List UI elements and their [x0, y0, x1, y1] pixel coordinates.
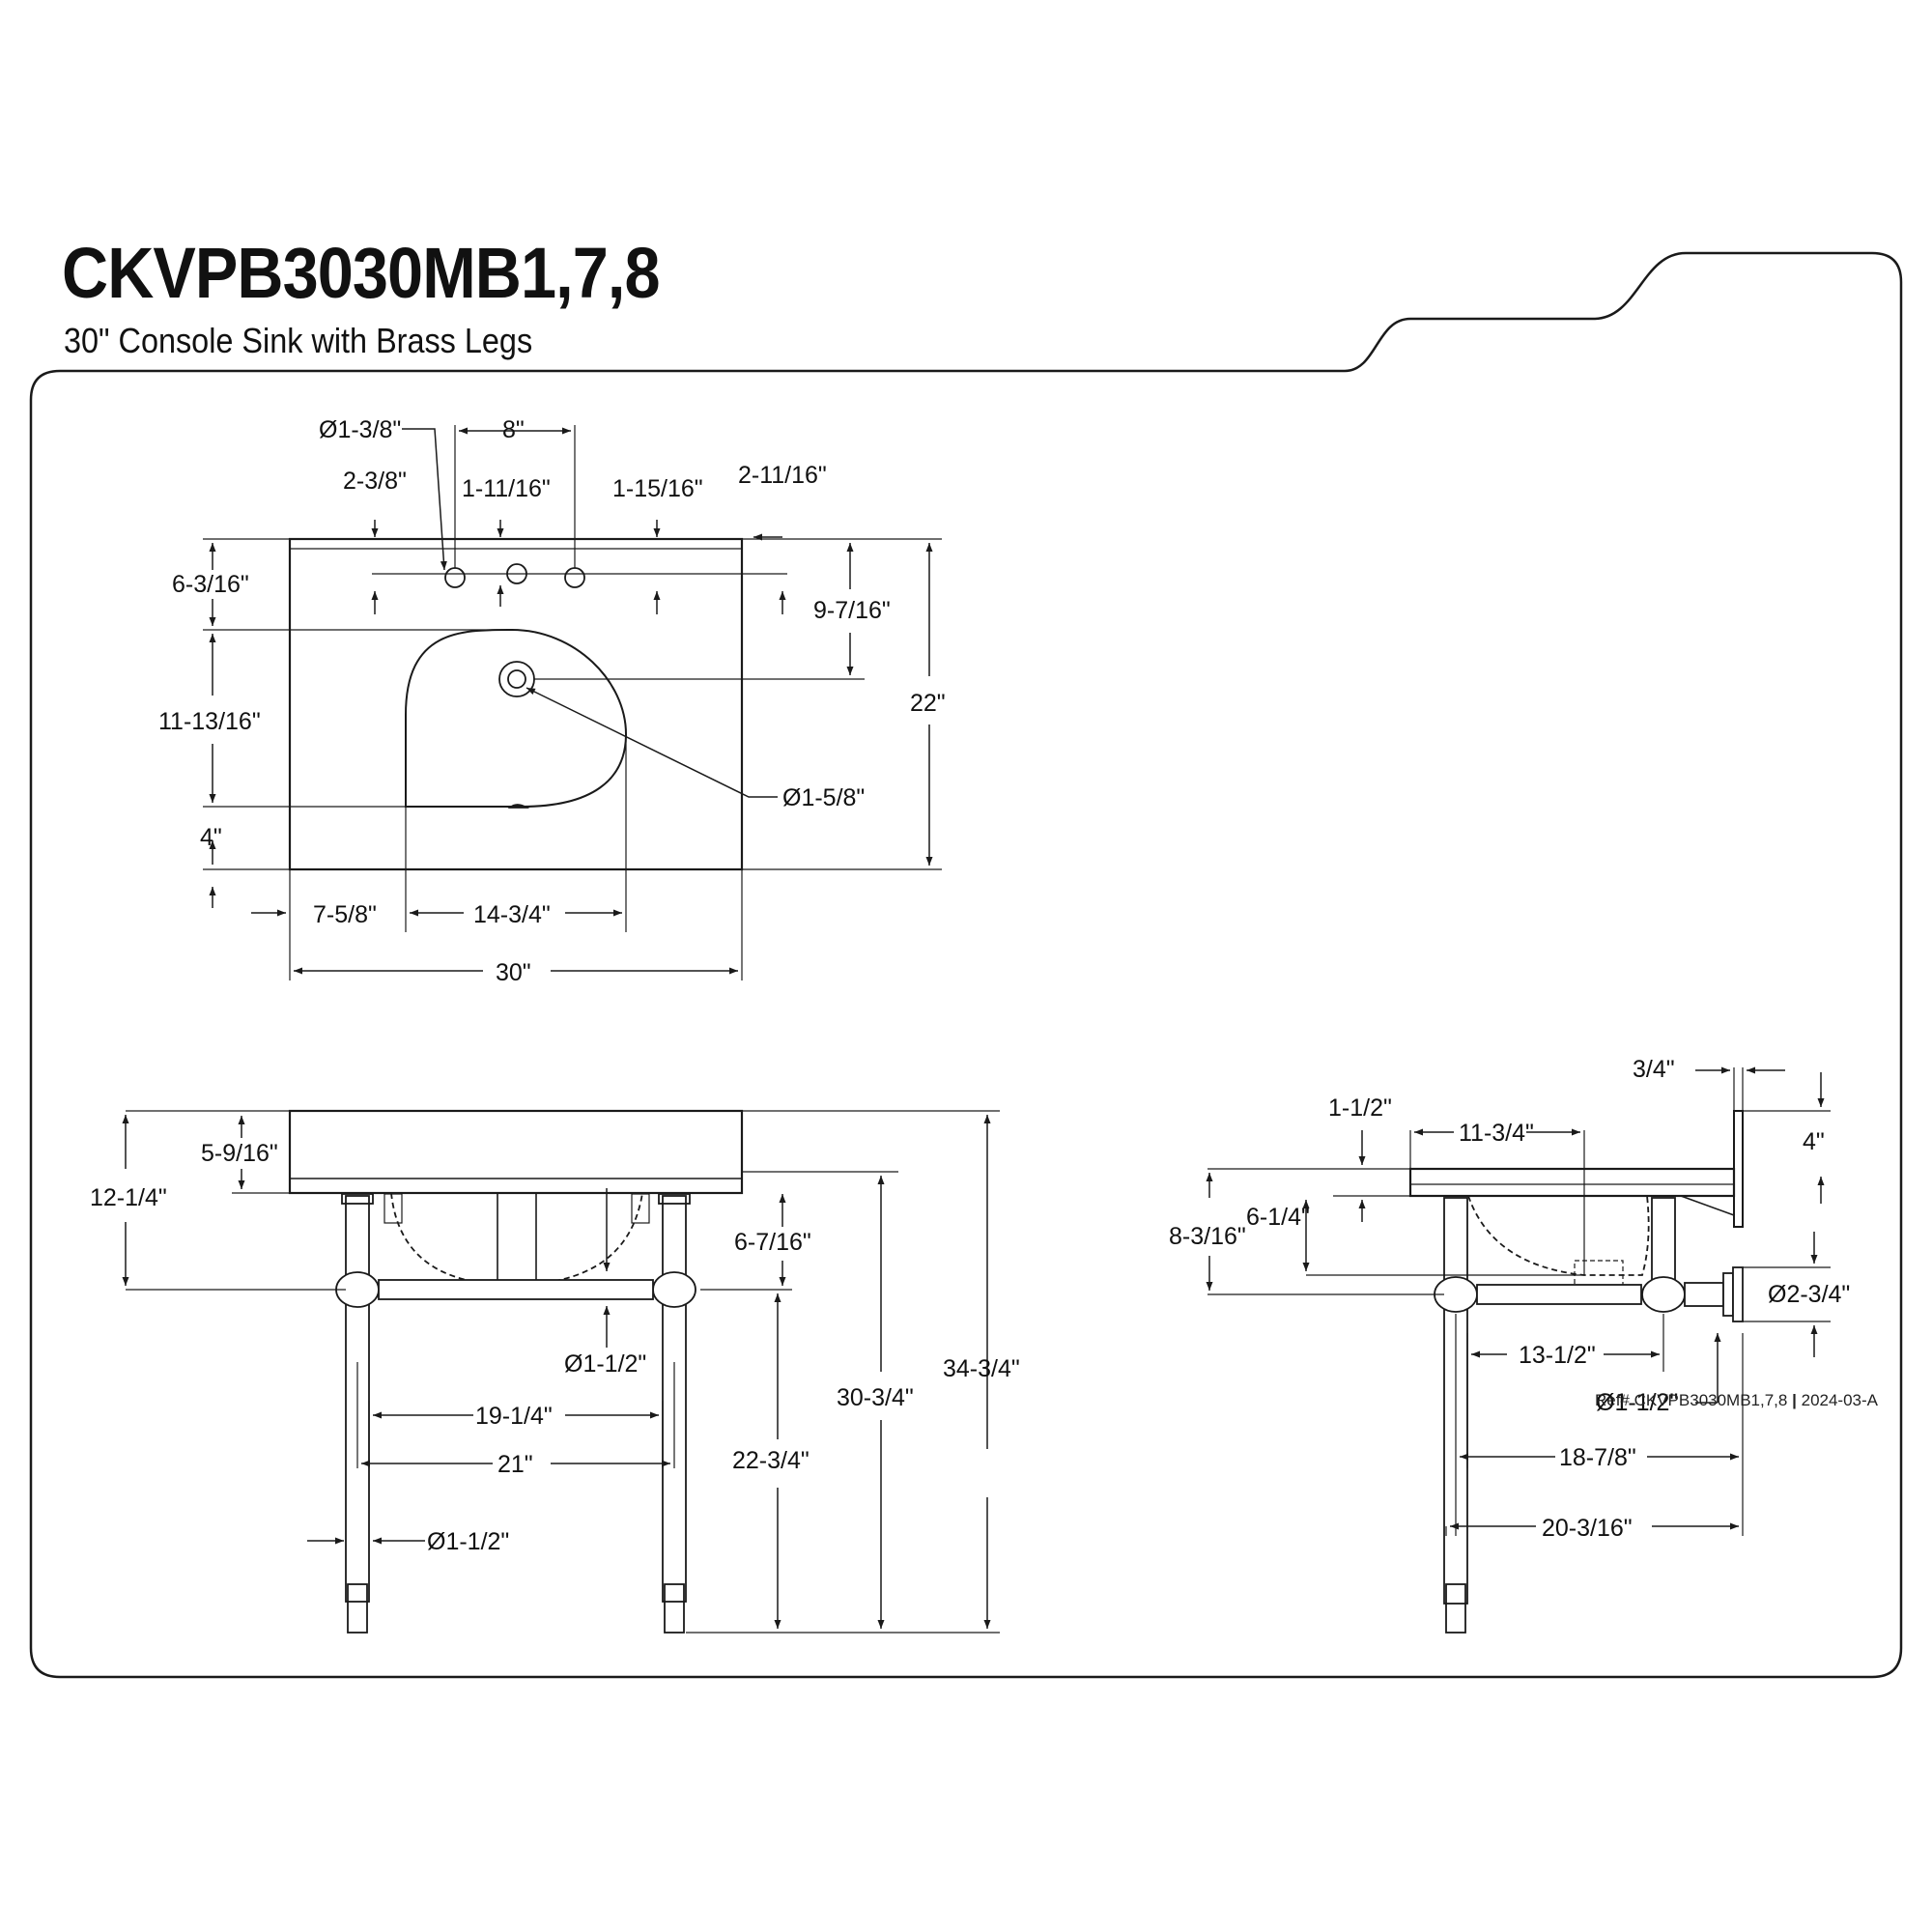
dim-hole-offset-mid: 1-11/16"	[462, 475, 551, 502]
dim-top-height: 30-3/4"	[837, 1384, 914, 1411]
side-countertop	[1408, 1167, 1736, 1198]
bowl-outline	[405, 628, 628, 808]
front-crossbar	[378, 1279, 654, 1300]
faucet-hole-left	[444, 567, 466, 588]
dim-inner-leg-span: 19-1/4"	[475, 1403, 553, 1430]
dim-wall-flange-dia: Ø2-3/4"	[1768, 1281, 1850, 1308]
dim-total-width: 30"	[496, 959, 531, 986]
dim-hole-depth: 6-3/16"	[172, 571, 249, 598]
side-bowl	[1467, 1195, 1650, 1276]
side-crossbar	[1476, 1284, 1642, 1305]
dim-apron-height: 12-1/4"	[90, 1184, 167, 1211]
ref-date: 2024-03-A	[1801, 1391, 1878, 1409]
backsplash	[1733, 1110, 1744, 1228]
frame-border	[29, 251, 1903, 1679]
dim-crossbar-dia: Ø1-1/2"	[564, 1350, 646, 1378]
side-leg-back	[1641, 1197, 1686, 1313]
dim-leg-dia: Ø1-1/2"	[427, 1528, 509, 1555]
dim-bowl-below-top: 6-7/16"	[734, 1229, 811, 1256]
front-view	[122, 1109, 1000, 1634]
dim-total-height: 34-3/4"	[943, 1355, 1020, 1382]
dim-total-depth: 22"	[910, 690, 946, 717]
dim-backsplash-height: 4"	[1803, 1128, 1825, 1155]
top-view	[203, 425, 942, 980]
dim-bar-dia: Ø1-1/2"	[1596, 1389, 1678, 1416]
dim-faucet-spread: 8"	[502, 416, 525, 443]
ref-number: Ref# CKVPB3030MB1,7,8	[1594, 1391, 1788, 1409]
dim-hole-offset-left: 2-3/8"	[343, 468, 407, 495]
dim-bowl-width: 14-3/4"	[473, 901, 551, 928]
dim-bowl-left-offset: 7-5/8"	[313, 901, 377, 928]
front-view-labels: 5-9/16" 12-1/4" 6-7/16" Ø1-1/2" 19-1/4" …	[90, 1140, 1020, 1555]
dim-overall-depth: 20-3/16"	[1542, 1515, 1633, 1542]
dim-hole-offset-right: 1-15/16"	[612, 475, 703, 502]
dim-bowl-depth: 11-13/16"	[158, 708, 261, 735]
side-view	[1206, 1066, 1831, 1634]
product-subtitle: 30" Console Sink with Brass Legs	[64, 321, 533, 360]
front-leg-left	[335, 1193, 380, 1634]
wall-arm	[1684, 1282, 1724, 1307]
dim-drain-dia: Ø1-5/8"	[782, 784, 865, 811]
dim-leg-to-wall: 18-7/8"	[1559, 1444, 1636, 1471]
dim-drain-depth: 9-7/16"	[813, 597, 891, 624]
top-view-labels: Ø1-3/8" 8" 2-3/8" 1-11/16" 1-15/16" 2-11…	[158, 416, 946, 986]
dim-bar-length: 13-1/2"	[1519, 1342, 1596, 1369]
dim-front-top-thickness: 5-9/16"	[201, 1140, 278, 1167]
drain-outer	[498, 661, 535, 697]
drain-inner	[507, 669, 526, 689]
dim-side-crossbar-height: 8-3/16"	[1169, 1223, 1246, 1250]
reference-footer: Ref# CKVPB3030MB1,7,8 | 2024-03-A	[1595, 1391, 1878, 1410]
faucet-hole-right	[564, 567, 585, 588]
front-leg-right	[652, 1193, 696, 1634]
side-view-labels: 3/4" 4" 1-1/2" 11-3/4" 6-1/4" 8-3/16" Ø2…	[1169, 1056, 1850, 1542]
dim-back-offset: 2-11/16"	[738, 462, 827, 489]
dim-crossbar-height: 22-3/4"	[732, 1447, 810, 1474]
front-countertop	[288, 1109, 744, 1195]
dim-front-margin: 4"	[200, 824, 222, 851]
wall-flange	[1722, 1272, 1734, 1317]
ref-separator: |	[1792, 1391, 1797, 1409]
model-number: CKVPB3030MB1,7,8	[62, 233, 660, 313]
countertop-outline	[288, 537, 744, 871]
dim-outer-leg-span: 21"	[497, 1451, 533, 1478]
dim-drain-setback: 11-3/4"	[1459, 1120, 1534, 1147]
front-bowl	[390, 1192, 643, 1286]
dim-faucet-hole-dia: Ø1-3/8"	[319, 416, 401, 443]
dim-backsplash-thickness: 3/4"	[1633, 1056, 1675, 1083]
dim-side-bowl-depth: 6-1/4"	[1246, 1204, 1310, 1231]
dim-side-top-thickness: 1-1/2"	[1328, 1094, 1392, 1122]
